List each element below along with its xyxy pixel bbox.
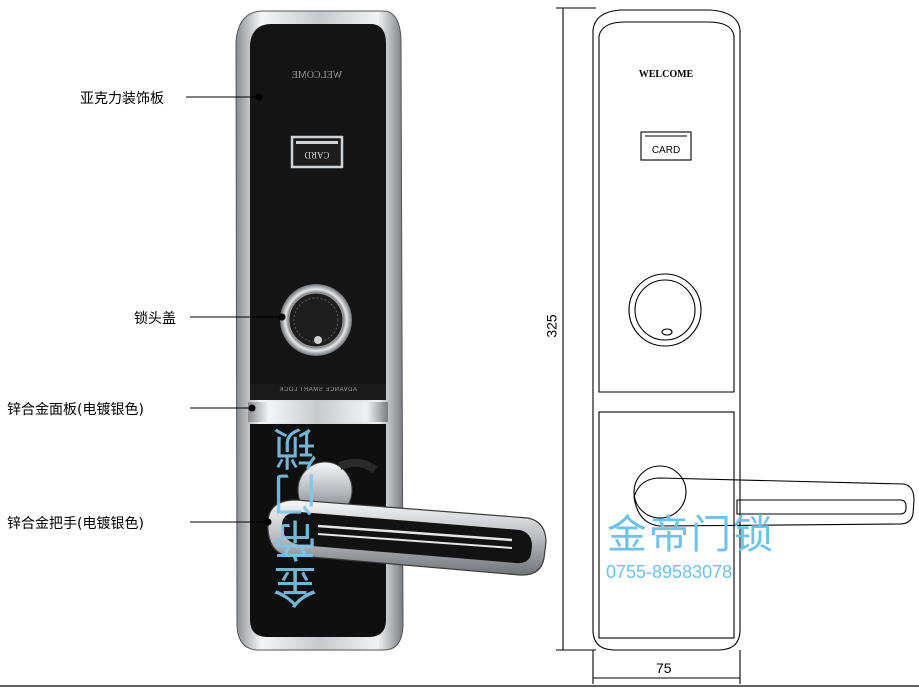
photo-lock xyxy=(235,10,547,651)
callout-acrylic-panel: 亚克力装饰板 xyxy=(80,91,164,107)
photo-welcome-text: WELCOME xyxy=(291,70,343,81)
photo-divider xyxy=(248,402,388,422)
line-drawing xyxy=(556,7,915,684)
callout-zinc-handle: 锌合金把手(电镀银色) xyxy=(7,516,144,532)
height-dim-label: 325 xyxy=(543,314,560,338)
photo-brand-strip xyxy=(250,384,386,400)
width-dim-label: 75 xyxy=(656,660,672,676)
drawing-handle xyxy=(633,477,915,527)
drawing-card-slot xyxy=(640,131,692,161)
callout-zinc-panel: 锌合金面板(电镀银色) xyxy=(7,402,144,418)
phone-watermark: 0755-89583078 xyxy=(606,562,733,582)
drawing-card-text: CARD xyxy=(651,145,681,156)
brand-watermark: 金帝门锁 xyxy=(607,512,775,558)
drawing-cylinder xyxy=(628,273,702,347)
drawing-upper-panel xyxy=(598,21,735,393)
drawing-welcome-text: WELCOME xyxy=(638,69,694,80)
photo-card-text: CARD xyxy=(304,150,330,160)
drawing-outline xyxy=(592,9,741,651)
callout-lines xyxy=(186,93,286,526)
drawing-rosette xyxy=(633,465,687,519)
vertical-watermark: 金帝门锁 xyxy=(274,425,325,609)
callout-lock-cover: 锁头盖 xyxy=(134,311,176,327)
keyhole xyxy=(314,336,322,344)
photo-brand-strip-text: ADVANCE SMART LOCK xyxy=(278,387,358,393)
